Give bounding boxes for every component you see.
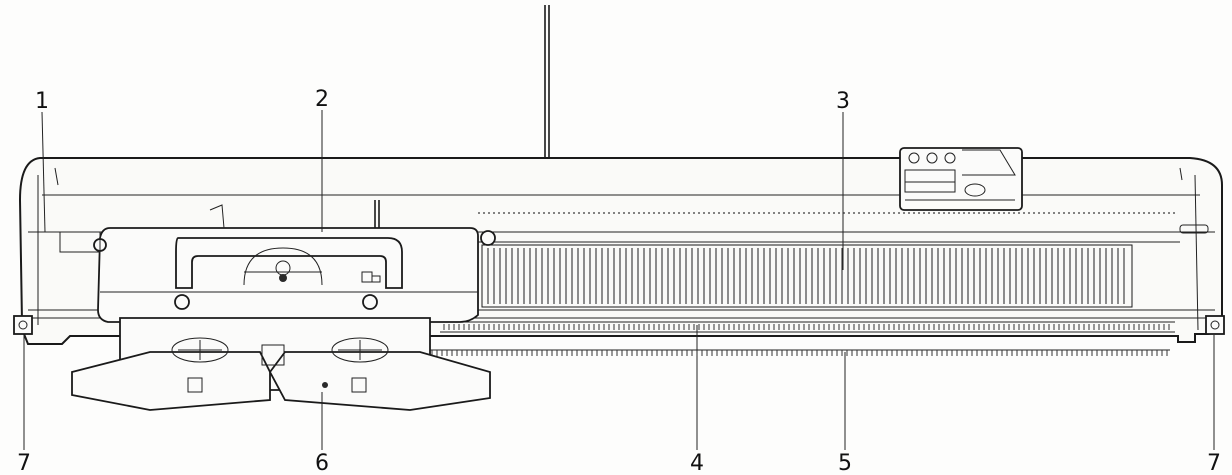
label-6: 6 bbox=[315, 451, 329, 475]
table-clamp-left bbox=[13, 315, 33, 335]
table-clamp-right bbox=[1205, 315, 1225, 335]
top-reference-line bbox=[544, 5, 550, 160]
tension-unit bbox=[899, 147, 1023, 211]
label-2: 2 bbox=[315, 87, 329, 112]
needle-bed bbox=[481, 244, 1133, 308]
label-7-left: 7 bbox=[17, 451, 31, 475]
label-4: 4 bbox=[690, 451, 704, 475]
label-1: 1 bbox=[35, 89, 49, 114]
label-5: 5 bbox=[838, 451, 852, 475]
lace-carriage bbox=[71, 317, 491, 411]
leader-lines bbox=[23, 110, 1215, 450]
callout-labels: 1 2 3 4 5 6 7 7 bbox=[17, 87, 1221, 475]
needle-rail bbox=[440, 321, 1175, 333]
sinker-post-row bbox=[430, 349, 1170, 356]
carriage bbox=[59, 200, 496, 323]
label-3: 3 bbox=[836, 89, 850, 114]
label-7-right: 7 bbox=[1207, 451, 1221, 475]
